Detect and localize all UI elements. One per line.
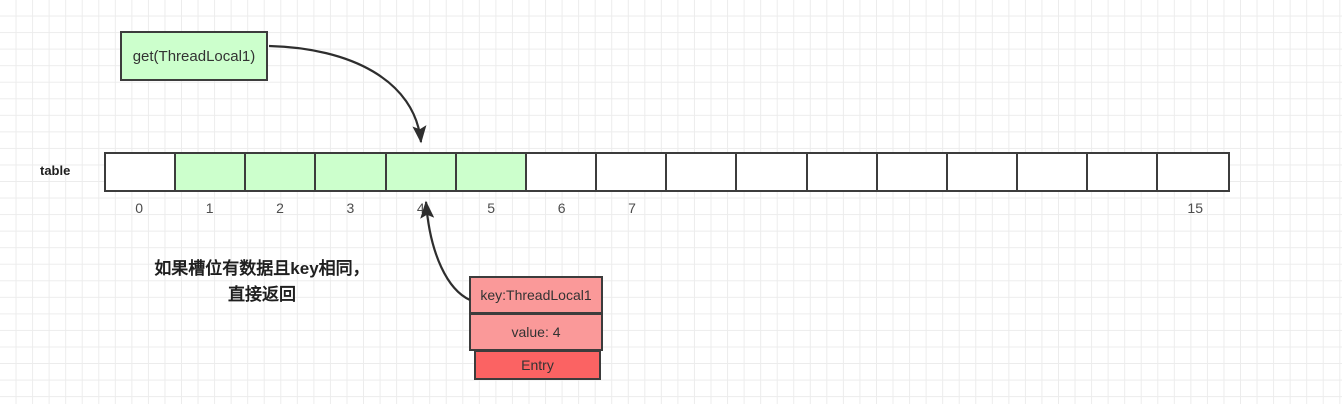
table-index-2: 2 xyxy=(276,200,284,216)
entry-type-label: Entry xyxy=(521,357,554,373)
table-cell-1 xyxy=(176,154,247,190)
entry-key-label: key:ThreadLocal1 xyxy=(480,287,592,303)
table-cell-9 xyxy=(737,154,808,190)
table-row xyxy=(104,152,1231,192)
table-cell-15 xyxy=(1158,154,1229,190)
table-cell-6 xyxy=(526,154,598,190)
table-label: table xyxy=(40,163,71,178)
table-index-7: 7 xyxy=(628,200,636,216)
note-line-1: 如果槽位有数据且key相同， xyxy=(154,259,370,278)
table-cell-3 xyxy=(316,154,387,190)
table-index-0: 0 xyxy=(135,200,144,216)
table-index-1: 1 xyxy=(205,200,214,216)
table-cell-5 xyxy=(456,154,527,190)
table-index-6: 6 xyxy=(557,200,566,216)
table-index-5: 5 xyxy=(487,200,496,216)
table-index-15: 15 xyxy=(1187,200,1203,216)
entry-key-box: key:ThreadLocal1 xyxy=(469,276,603,314)
table-cell-0 xyxy=(106,154,177,190)
table-cell-11 xyxy=(877,154,948,190)
get-call-box: get(ThreadLocal1) xyxy=(120,31,268,81)
explanation-note: 如果槽位有数据且key相同， 直接返回 xyxy=(112,256,412,309)
arrow-entry-to-slot xyxy=(420,200,471,302)
table-cell-14 xyxy=(1088,154,1159,190)
table-cell-10 xyxy=(807,154,878,190)
table-cell-12 xyxy=(947,154,1019,190)
entry-value-box: value: 4 xyxy=(469,313,603,351)
table-cell-8 xyxy=(667,154,738,190)
arrow-get-to-slot xyxy=(268,44,427,144)
table-index-4: 4 xyxy=(416,200,425,216)
table-cell-7 xyxy=(597,154,668,190)
table-cell-13 xyxy=(1018,154,1089,190)
entry-value-label: value: 4 xyxy=(511,324,561,340)
entry-type-box: Entry xyxy=(474,350,601,380)
table-index-3: 3 xyxy=(346,200,355,216)
table-cell-2 xyxy=(246,154,317,190)
table-cell-4 xyxy=(386,154,457,190)
get-call-label: get(ThreadLocal1) xyxy=(132,47,256,65)
note-line-2: 直接返回 xyxy=(228,285,296,305)
